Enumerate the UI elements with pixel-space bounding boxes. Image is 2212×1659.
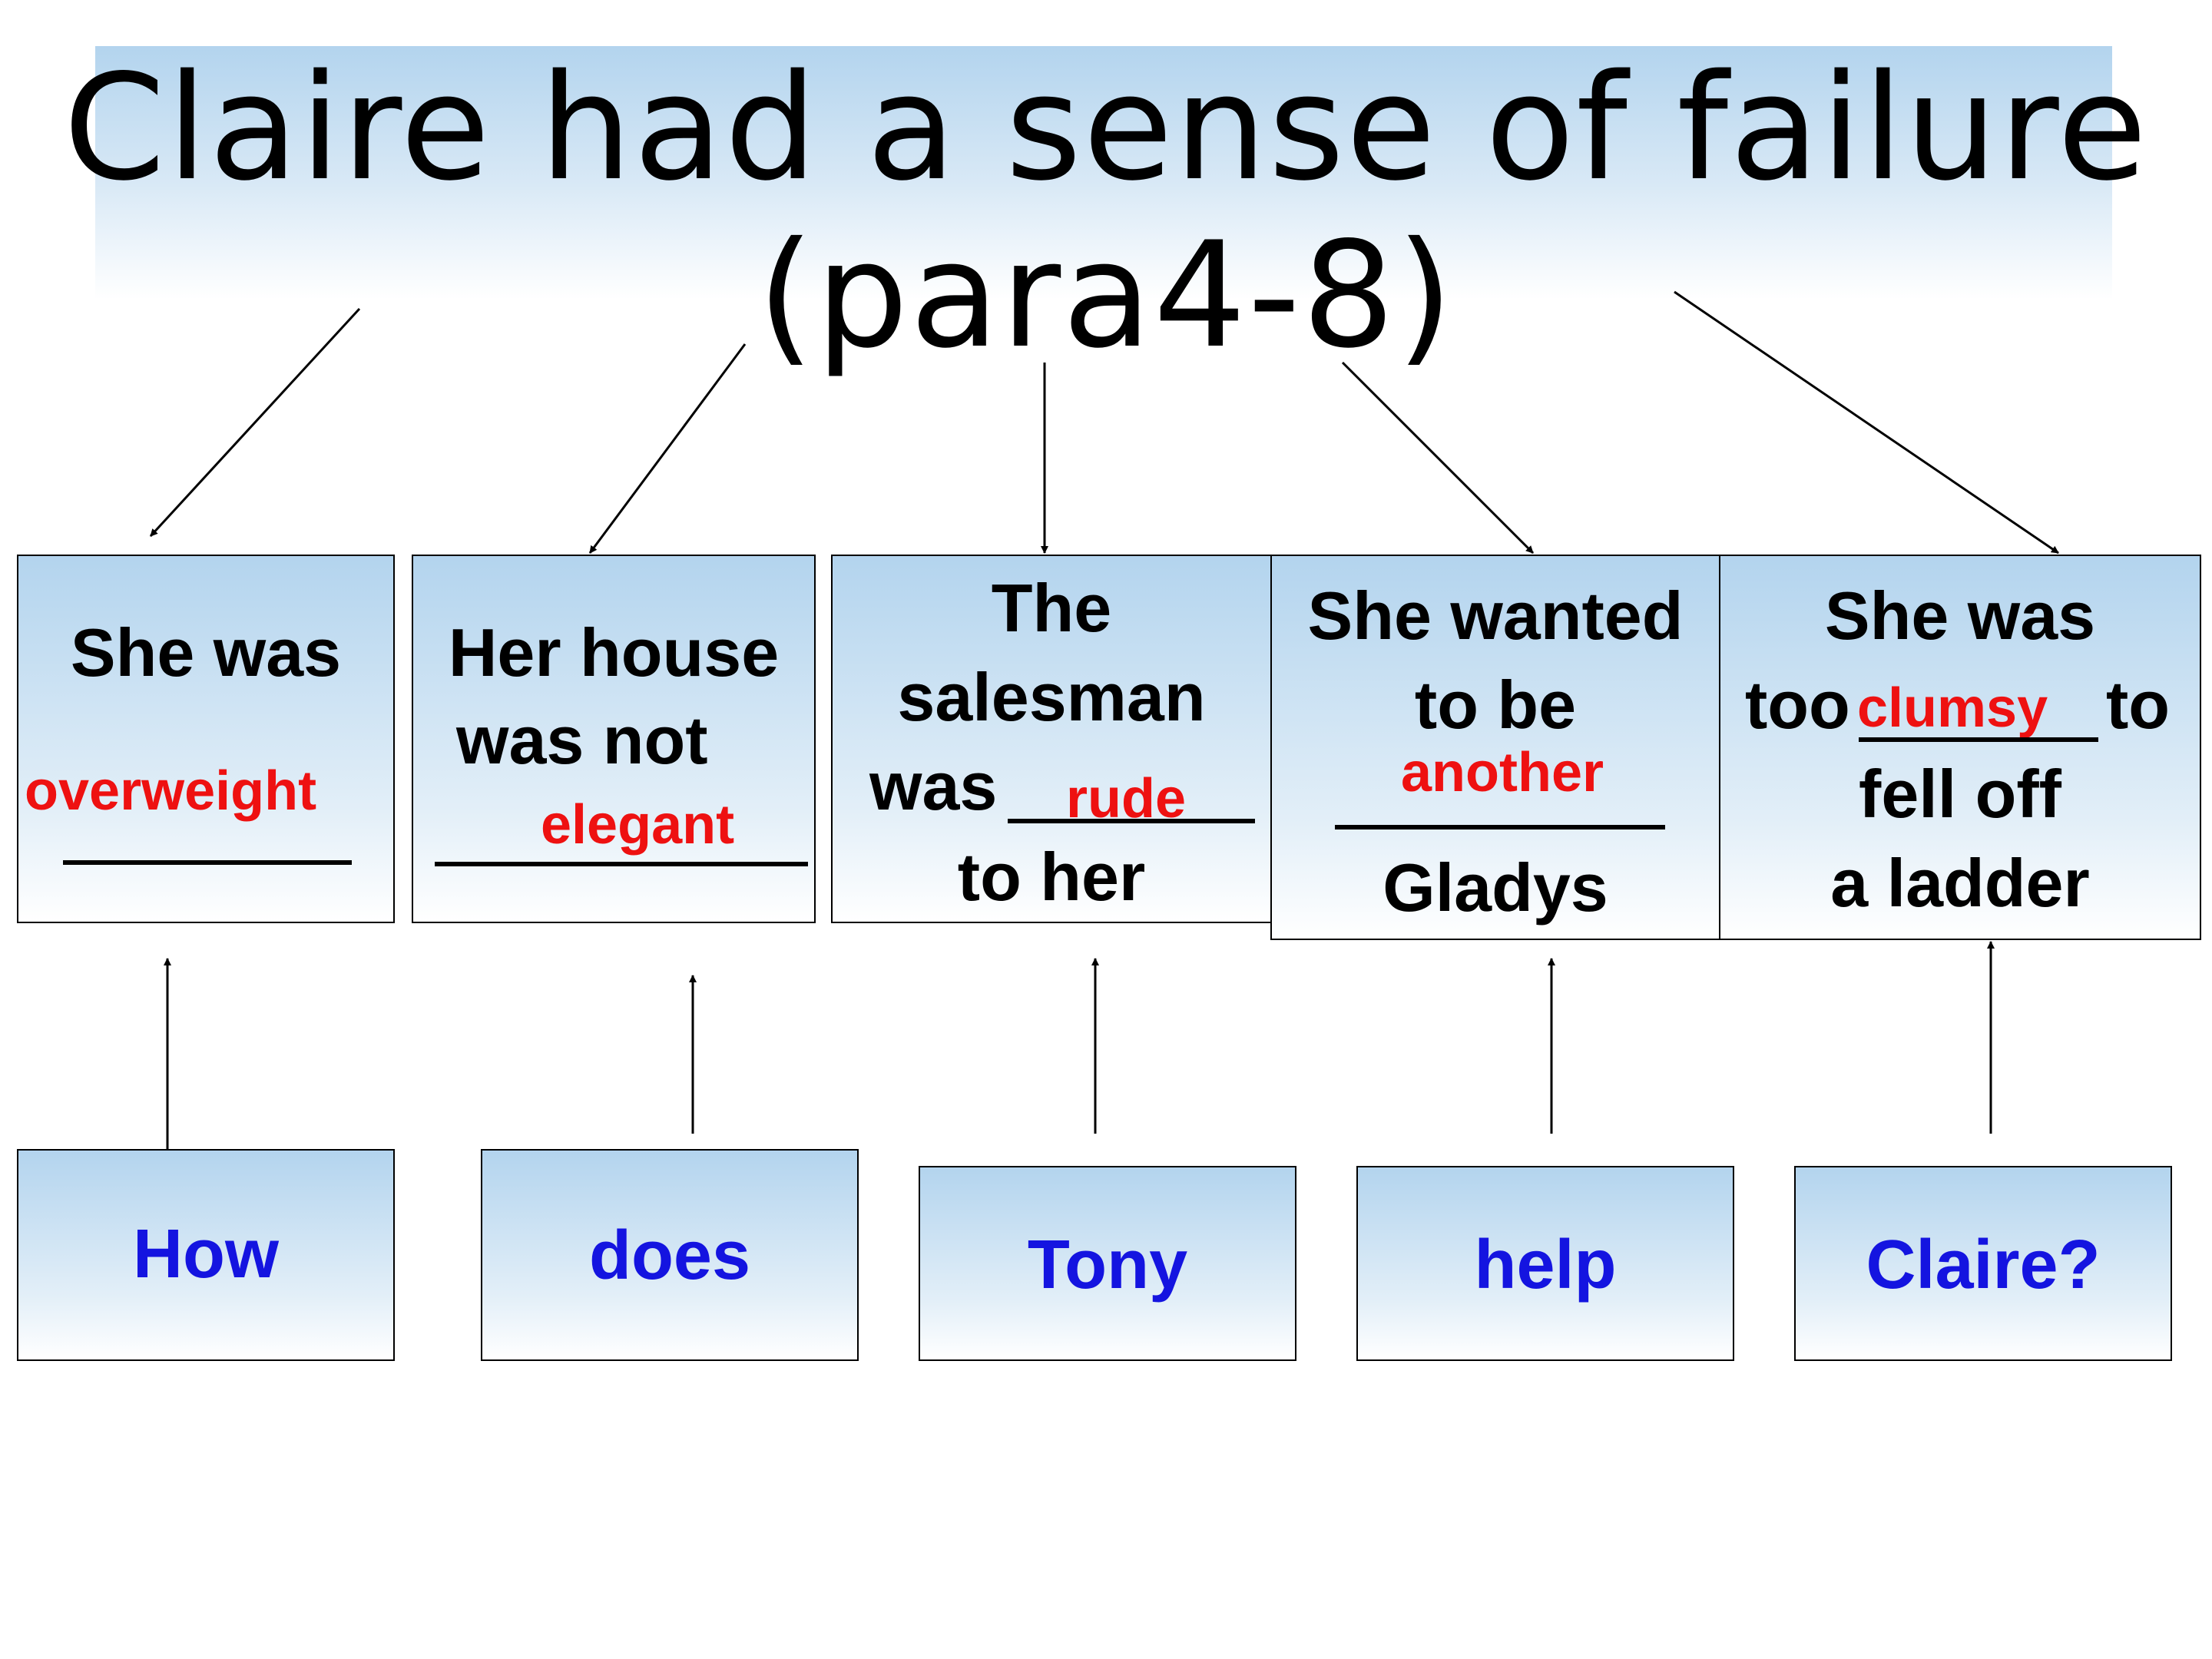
statement-text: to be [1414,667,1577,743]
statement-box-1: She was overweight [17,555,395,923]
answer-text: another [1401,742,1604,803]
page-subtitle: (para4-8) [757,210,1455,380]
question-word: help [1474,1227,1617,1303]
question-word: Claire? [1866,1227,2101,1303]
blank-underline [1335,825,1665,830]
statement-text: was not [456,702,708,778]
question-box-5: Claire? [1794,1166,2172,1361]
arrow-title-to-box-1 [149,307,361,538]
statement-text: Her house [448,614,780,690]
statement-box-2: Her house was not elegant [412,555,816,923]
statement-text: She was [70,614,342,690]
statement-text: a ladder [1830,845,2090,921]
blank-underline [63,860,352,865]
answer-text: rude [1066,768,1187,830]
statement-text: salesman [897,659,1206,735]
statement-text: was [869,748,998,824]
question-box-2: does [481,1149,859,1361]
arrow-title-to-box-4 [1341,361,1535,555]
arrow-title-to-box-5 [1674,290,2059,555]
statement-text: too [1745,667,1850,743]
question-box-4: help [1356,1166,1734,1361]
answer-text: elegant [541,794,735,856]
blank-underline [1008,819,1255,823]
question-box-1: How [17,1149,395,1361]
answer-text: clumsy [1857,677,2048,739]
statement-box-4: She wanted to be another Gladys [1270,555,1720,940]
statement-text: The [991,570,1112,646]
question-word: Tony [1027,1227,1188,1303]
statement-box-3: The salesman was rude to her [831,555,1272,923]
blank-underline [1859,737,2098,742]
blank-underline [435,862,808,866]
statement-box-5: She was too clumsy to fell off a ladder [1719,555,2201,940]
arrow-title-to-box-2 [588,343,747,554]
statement-text: to [2106,667,2171,743]
statement-text: She wanted [1307,578,1684,654]
statement-text: to her [957,839,1146,915]
statement-text: fell off [1859,756,2061,832]
question-word: How [133,1216,279,1293]
question-word: does [588,1217,751,1294]
title-banner [95,46,2112,300]
page-title: Claire had a sense of failure [63,43,2149,213]
answer-text: overweight [25,760,317,822]
question-box-3: Tony [919,1166,1296,1361]
statement-text: Gladys [1382,849,1608,926]
statement-text: She was [1824,578,2096,654]
